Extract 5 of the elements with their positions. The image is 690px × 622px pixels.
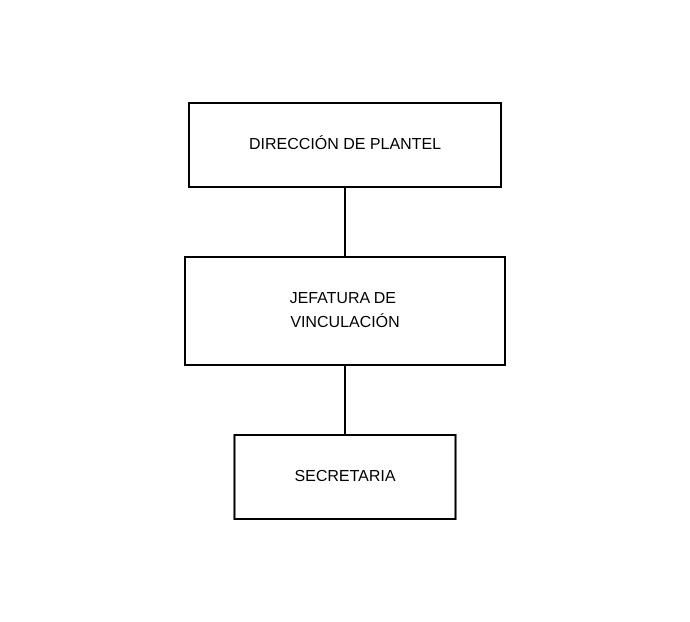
- node-box: JEFATURA DE VINCULACIÓN: [184, 256, 506, 366]
- connector: [344, 365, 346, 435]
- node-box: SECRETARIA: [233, 434, 457, 520]
- node-box: DIRECCIÓN DE PLANTEL: [188, 102, 502, 188]
- connector: [344, 187, 346, 257]
